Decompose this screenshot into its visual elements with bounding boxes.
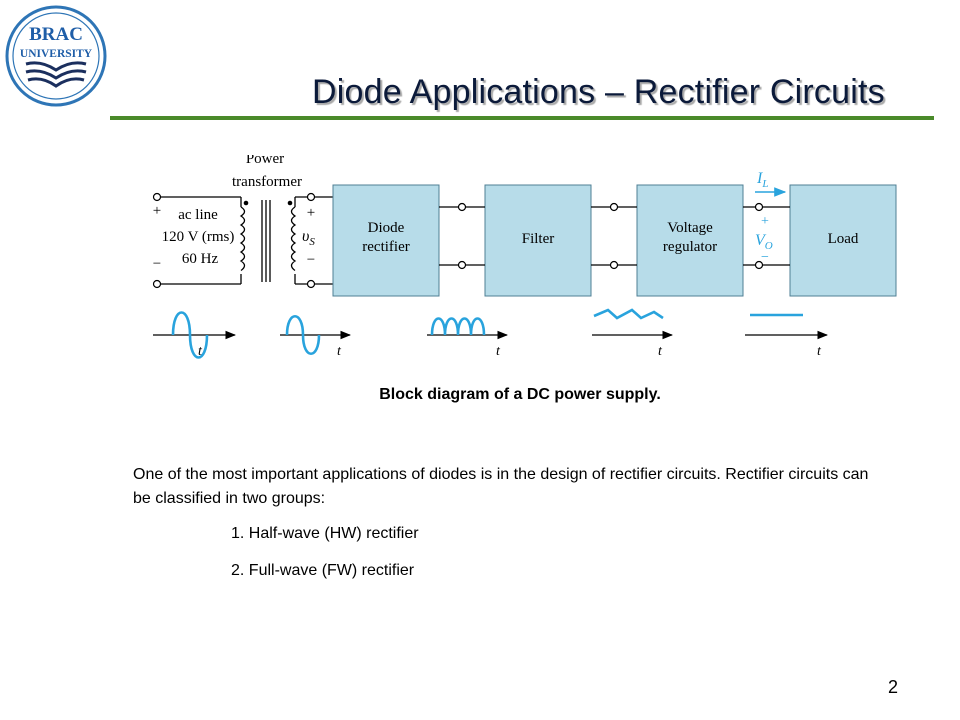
regulator-label-2: regulator [663, 239, 717, 255]
output-minus: − [761, 250, 769, 265]
svg-text:VO: VO [755, 232, 773, 252]
time-axis-1: t [198, 344, 203, 359]
output-voltage-label: V [755, 232, 767, 249]
input-terminals [152, 192, 316, 289]
svg-text:IL: IL [756, 170, 768, 190]
logo-text-bottom: UNIVERSITY [20, 48, 93, 60]
power-supply-block-diagram: Power transformer + − ac line 120 V (rms… [152, 155, 897, 359]
secondary-voltage-sub: S [309, 236, 315, 248]
secondary-dot [287, 200, 293, 206]
regulator-block [636, 184, 744, 297]
brac-university-logo: BRAC UNIVERSITY [5, 5, 107, 107]
transformer-label: transformer [232, 174, 302, 190]
regulator-label-1: Voltage [667, 220, 713, 236]
secondary-minus: − [307, 252, 315, 268]
body-paragraph: One of the most important applications o… [133, 466, 869, 507]
filter-block [484, 184, 592, 297]
list-item: 1. Half-wave (HW) rectifier [231, 525, 419, 542]
load-block [789, 184, 897, 297]
rectifier-label-1: Diode [368, 220, 405, 236]
book-icon [25, 61, 87, 88]
input-minus: − [153, 256, 161, 272]
input-wiring [160, 196, 333, 285]
input-label-3: 60 Hz [182, 251, 219, 267]
logo-text-top: BRAC [29, 24, 83, 45]
rectifier-types-list: 1. Half-wave (HW) rectifier 2. Full-wave… [231, 525, 419, 599]
waveform-regulated: t [745, 313, 829, 359]
waveform-rectified: t [427, 317, 509, 359]
input-label-1: ac line [178, 207, 218, 223]
input-label-2: 120 V (rms) [162, 229, 235, 245]
svg-text:υS: υS [302, 228, 315, 248]
figure-caption: Block diagram of a DC power supply. [379, 386, 661, 403]
waveform-ac-input: t [153, 311, 237, 359]
page-title: Diode Applications – Rectifier Circuits [312, 73, 885, 111]
title-underline [110, 116, 934, 120]
output-voltage-sub: O [765, 240, 773, 252]
waveform-secondary: t [280, 315, 352, 359]
filter-label: Filter [522, 231, 555, 247]
secondary-plus: + [307, 205, 315, 221]
output-plus: + [761, 214, 769, 229]
waveform-filtered: t [592, 308, 674, 359]
rectifier-label-2: rectifier [362, 239, 409, 255]
block-boxes [332, 184, 897, 297]
load-current-sub: L [761, 178, 768, 190]
load-label: Load [828, 231, 859, 247]
secondary-voltage-label: υ [302, 228, 309, 245]
load-current-label: I [756, 170, 763, 187]
input-plus: + [153, 203, 161, 219]
page-number: 2 [888, 677, 899, 697]
transformer-label-top: Power [246, 155, 284, 167]
primary-dot [243, 200, 249, 206]
list-item: 2. Full-wave (FW) rectifier [231, 562, 415, 579]
time-axis-2: t [337, 344, 342, 359]
connection-terminals [457, 202, 764, 270]
time-axis-3: t [496, 344, 501, 359]
rectifier-block [332, 184, 440, 297]
time-axis-4: t [658, 344, 663, 359]
time-axis-5: t [817, 344, 822, 359]
